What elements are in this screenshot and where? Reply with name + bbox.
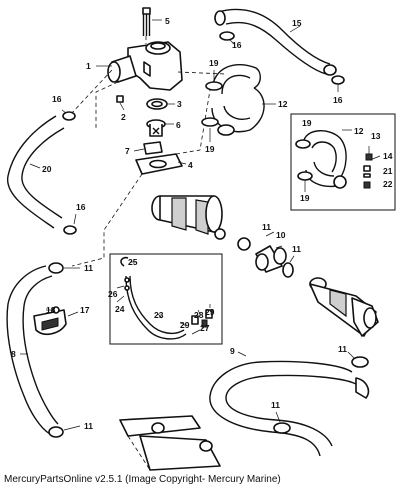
callout-27: 27	[200, 323, 210, 333]
small-bolt-part	[116, 95, 124, 103]
callout-22: 22	[383, 179, 393, 189]
copyright-footer: MercuryPartsOnline v2.5.1 (Image Copyrig…	[4, 474, 281, 485]
fitting-13	[365, 153, 373, 161]
oil-cooler	[309, 277, 379, 337]
clamp-19-a	[205, 81, 223, 91]
hose-12-inset	[303, 130, 347, 189]
callout-20: 20	[42, 164, 52, 174]
callout-16-left: 16	[52, 94, 62, 104]
clamp-11-upper-left	[48, 262, 64, 274]
callout-11-right: 11	[292, 244, 301, 254]
callout-10: 10	[276, 230, 286, 240]
clamp-16-top	[219, 31, 235, 41]
clamp-16-lower	[63, 225, 77, 235]
callout-8: 8	[11, 349, 16, 359]
callout-12: 12	[278, 99, 288, 109]
thermostat-housing	[107, 41, 183, 91]
clamp-19-d	[297, 171, 313, 181]
callout-15: 15	[292, 18, 302, 28]
thermostat-part	[146, 119, 166, 137]
callout-21: 21	[383, 166, 393, 176]
callout-18: 18	[46, 305, 56, 315]
callout-25: 25	[128, 257, 138, 267]
callout-5: 5	[165, 16, 170, 26]
clamp-19-b	[201, 117, 219, 127]
callout-23: 23	[154, 310, 164, 320]
callout-4: 4	[188, 160, 193, 170]
bolt-18	[52, 306, 60, 314]
callout-11-lower-left: 11	[84, 421, 93, 431]
plug-22	[363, 181, 371, 189]
hose-12	[211, 64, 265, 136]
callout-19-b: 19	[205, 144, 215, 154]
hose-15	[214, 8, 337, 76]
washer-21	[363, 173, 371, 178]
callout-11-bottom: 11	[271, 400, 280, 410]
bracket-17	[33, 309, 67, 336]
callout-19-c: 19	[302, 118, 312, 128]
callout-3: 3	[177, 99, 182, 109]
callout-16-top: 16	[232, 40, 242, 50]
clamp-11-right	[282, 262, 294, 278]
callout-29-right: 29	[205, 307, 215, 317]
callout-16-lower: 16	[76, 202, 86, 212]
callout-1: 1	[86, 61, 91, 71]
clamp-16-left	[62, 111, 76, 121]
fitting-line-23	[120, 256, 213, 340]
hose-9	[209, 360, 370, 457]
bracket-part	[143, 141, 163, 155]
callout-11-lower-right: 11	[338, 344, 347, 354]
callout-2: 2	[121, 112, 126, 122]
clamp-11-lower-left	[48, 426, 64, 438]
callout-6: 6	[176, 120, 181, 130]
seawater-pump	[151, 195, 226, 240]
hose-8	[6, 265, 59, 435]
clamp-19-c	[295, 139, 311, 149]
callout-28: 28	[194, 310, 204, 320]
callout-16-right: 16	[333, 95, 343, 105]
callout-11-left: 11	[84, 263, 93, 273]
callout-19-a: 19	[209, 58, 219, 68]
callout-14: 14	[383, 151, 393, 161]
callout-26: 26	[108, 289, 118, 299]
callout-7: 7	[125, 146, 130, 156]
clamp-16-right	[331, 75, 345, 85]
hose-20	[7, 115, 65, 229]
callout-11-center: 11	[262, 222, 271, 232]
callout-24: 24	[115, 304, 125, 314]
callout-19-d: 19	[300, 193, 310, 203]
callout-29-left: 29	[180, 320, 190, 330]
engine-block	[119, 415, 221, 471]
callout-17: 17	[80, 305, 90, 315]
callout-12-inset: 12	[354, 126, 364, 136]
clamp-11-bottom	[273, 422, 291, 434]
callout-13: 13	[371, 131, 381, 141]
callout-labels: 5 1 2 3 6 7 4 15 16 16 19 12 19 19 12 13…	[11, 16, 393, 431]
hose-10	[237, 237, 287, 273]
inset-box-fittings	[109, 253, 223, 345]
bolt-part	[142, 7, 151, 36]
callout-9: 9	[230, 346, 235, 356]
clamp-11-lower-right	[351, 356, 369, 368]
inset-box-elbow	[290, 113, 396, 211]
washer-14	[363, 165, 371, 172]
